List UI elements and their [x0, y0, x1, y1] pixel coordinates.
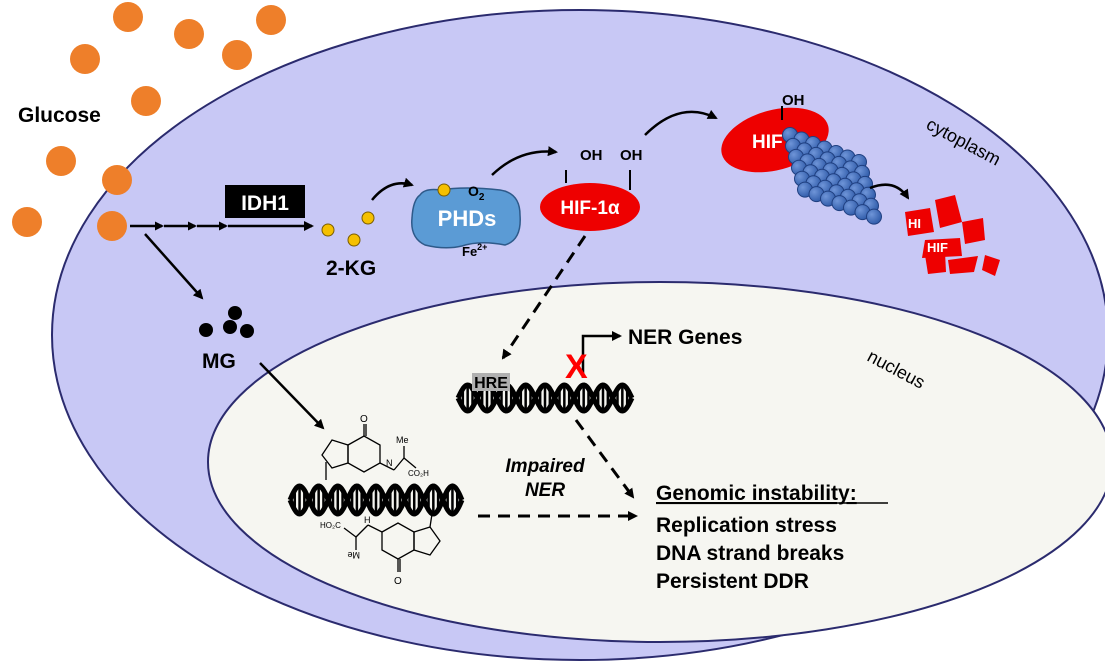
adduct-o-top: O [360, 414, 368, 425]
proteasome-subunit [866, 208, 882, 225]
ner-promoter-arrow [581, 331, 622, 378]
ner-genes-label: NER Genes [628, 326, 742, 349]
adduct-me-top: Me [396, 435, 409, 445]
arrow-glucose-to-mg [144, 233, 204, 300]
oh-label-3: OH [782, 92, 805, 109]
idh1-label: IDH1 [241, 192, 289, 215]
blocked-x-mark: X [565, 348, 588, 386]
phd-enzyme [411, 187, 521, 249]
adduct-ho2c-bottom: HO₂C [320, 521, 341, 530]
arrow-phd-to-hif [491, 146, 558, 176]
arrow-2kg-to-phd [371, 177, 414, 201]
fe-label: Fe2+ [462, 242, 487, 259]
guanine-adduct-top [321, 424, 417, 480]
two-kg-label: 2-KG [326, 257, 376, 280]
glucose-label: Glucose [18, 104, 101, 127]
adduct-hn-bottom: H [364, 515, 371, 525]
dna-backbone-strand [287, 483, 465, 517]
adduct-dna-helix [287, 483, 465, 517]
mg-label: MG [202, 350, 236, 373]
idh1-box [225, 185, 305, 218]
hif1a-label: HIF-1α [560, 198, 620, 219]
impaired-ner-line2: NER [525, 480, 565, 501]
arrow-mg-to-dna [259, 362, 325, 430]
dashed-arrow-to-instability [574, 419, 635, 499]
proteasome [782, 127, 882, 225]
dna-backbone-strand [455, 382, 635, 414]
arrow-proteasome-to-fragments [869, 183, 910, 200]
arrow-hif-to-proteasome [644, 109, 718, 136]
hre-dna-helix [455, 382, 635, 414]
hif1a-protein [540, 183, 640, 231]
oh-label-1: OH [580, 147, 603, 164]
fragment-label-1: HI [908, 216, 921, 231]
dashed-arrow-hif-to-hre [501, 235, 587, 360]
oh-label-2: OH [620, 147, 643, 164]
outcome-persistent-ddr: Persistent DDR [656, 570, 809, 593]
guanine-adduct-bottom [343, 513, 441, 572]
glucose-inside-cell [97, 211, 127, 241]
hre-label: HRE [474, 375, 508, 392]
hif-fragment-label: HIF [752, 132, 783, 153]
degraded-hif-fragments [905, 195, 1000, 276]
o2-label: O2 [468, 183, 485, 203]
mg-molecules [199, 306, 254, 338]
glucose-molecules [12, 2, 286, 237]
two-kg-molecules [321, 211, 375, 247]
phd-bound-dot [437, 183, 451, 197]
outcome-dna-strand-breaks: DNA strand breaks [656, 542, 844, 565]
impaired-ner-line1: Impaired [505, 456, 585, 477]
adduct-me-bottom: Me [347, 550, 360, 560]
hre-box [472, 373, 510, 391]
adduct-nh-top: N [386, 458, 393, 468]
phds-label: PHDs [438, 206, 497, 231]
adduct-o-bottom: O [394, 576, 402, 587]
adduct-co2h-top: CO₂H [408, 469, 429, 478]
dna-backbone-strand [287, 483, 465, 517]
fragment-label-2: HIF [927, 240, 948, 255]
outcome-replication-stress: Replication stress [656, 514, 837, 537]
genomic-instability-title: Genomic instability: [656, 482, 857, 505]
